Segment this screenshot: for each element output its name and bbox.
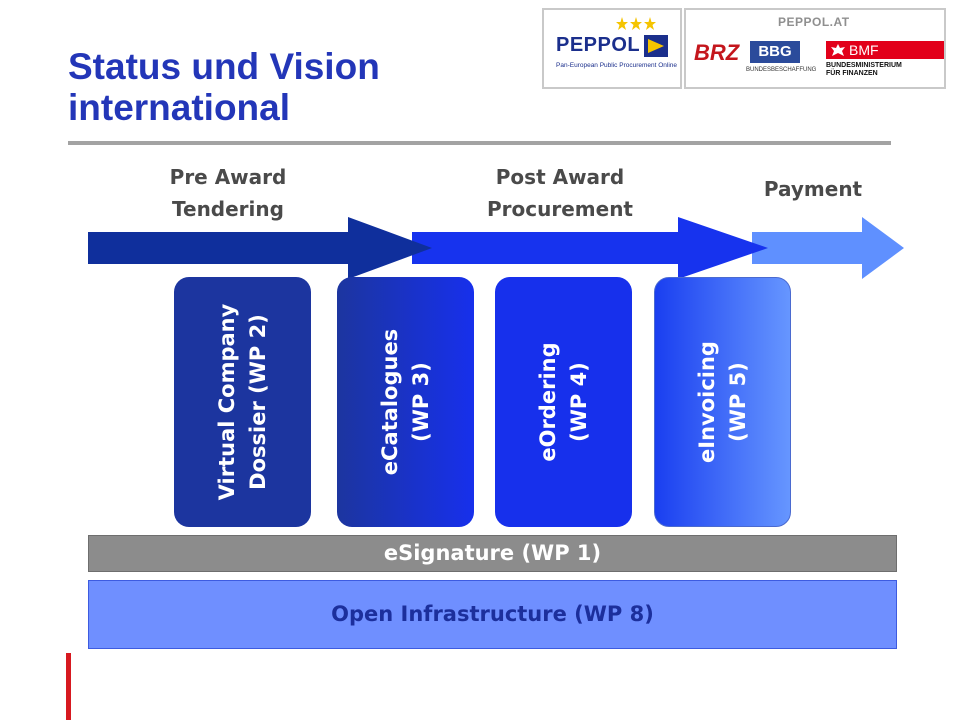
open-infrastructure-label: Open Infrastructure (WP 8): [331, 602, 654, 626]
title-line-1: Status und Vision: [68, 46, 380, 87]
peppol-at-wordmark: PEPPOL.AT: [778, 15, 850, 29]
phase-post-award: Post Award Procurement: [455, 161, 665, 225]
page-title: Status und Vision international: [68, 46, 508, 128]
phase-pre-award: Pre Award Tendering: [128, 161, 328, 225]
peppol-tagline: Pan-European Public Procurement Online: [556, 62, 678, 69]
eagle-icon: [831, 44, 845, 56]
bmf-logo: BMF: [849, 42, 879, 58]
esignature-label: eSignature (WP 1): [383, 541, 602, 565]
wp-einvoicing: eInvoicing (WP 5): [654, 277, 791, 527]
bbg-logo: BBG: [758, 43, 792, 60]
wp-label-line-1: eOrdering: [535, 342, 560, 462]
wp-label-line-2: (WP 5): [725, 362, 750, 442]
wp-label-line-2: (WP 3): [408, 362, 433, 442]
wp-label-line-1: eCatalogues: [377, 328, 402, 476]
wp-label-line-1: eInvoicing: [694, 341, 719, 463]
esignature-bar: eSignature (WP 1): [88, 535, 897, 572]
title-divider: [68, 141, 891, 145]
peppol-at-logo: PEPPOL.AT BRZ BBG BUNDESBESCHAFFUNG BMF …: [684, 8, 946, 89]
phase-payment: Payment: [763, 177, 863, 201]
peppol-wordmark: PEPPOL: [556, 34, 641, 56]
bmf-logo-box: [826, 41, 944, 59]
brz-logo: BRZ: [694, 40, 740, 65]
eu-stars-icon: [616, 17, 656, 30]
peppol-flag-icon: [644, 35, 668, 57]
wp-label: eInvoicing (WP 5): [692, 282, 754, 522]
post-award-arrow: [412, 217, 768, 279]
wp-label-line-1: Virtual Company: [214, 303, 239, 501]
wp-eordering: eOrdering (WP 4): [495, 277, 632, 527]
bbg-subtitle: BUNDESBESCHAFFUNG: [746, 67, 817, 73]
wp-virtual-company-dossier: Virtual Company Dossier (WP 2): [174, 277, 311, 527]
process-arrows: [88, 217, 904, 279]
wp-label: eCatalogues (WP 3): [375, 282, 437, 522]
open-infrastructure-bar: Open Infrastructure (WP 8): [88, 580, 897, 649]
bbg-logo-box: [750, 41, 800, 63]
payment-arrow: [752, 217, 904, 279]
wp-label: eOrdering (WP 4): [533, 282, 595, 522]
phase-pre-award-line-1: Pre Award: [169, 165, 287, 189]
bmf-subtitle: BUNDESMINISTERIUM FÜR FINANZEN: [826, 62, 902, 77]
wp-ecatalogues: eCatalogues (WP 3): [337, 277, 474, 527]
wp-label-line-2: (WP 4): [566, 362, 591, 442]
phase-post-award-line-2: Procurement: [487, 197, 633, 221]
accent-bar: [66, 653, 71, 720]
phase-pre-award-line-2: Tendering: [172, 197, 284, 221]
wp-label-line-2: Dossier (WP 2): [245, 314, 270, 490]
peppol-logo: PEPPOL Pan-European Public Procurement O…: [542, 8, 682, 89]
wp-label: Virtual Company Dossier (WP 2): [212, 282, 274, 522]
phase-post-award-line-1: Post Award: [495, 165, 625, 189]
pre-award-arrow: [88, 217, 432, 279]
title-line-2: international: [68, 87, 291, 128]
